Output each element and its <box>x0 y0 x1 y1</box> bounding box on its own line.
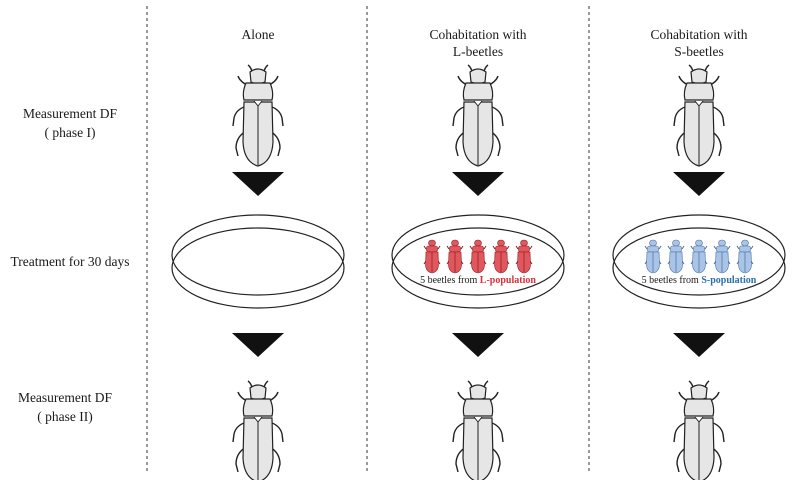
petri-dish-icon <box>172 215 344 308</box>
row-label-phase1-line1: Measurement DF <box>0 104 140 123</box>
column-alone <box>172 65 344 480</box>
column-title-l-beetles: Cohabitation with L-beetles <box>388 26 568 60</box>
beetle-icon <box>233 65 283 166</box>
column-s-beetles <box>613 65 785 480</box>
row-label-phase1: Measurement DF ( phase I) <box>0 104 140 142</box>
column-title-s-beetles: Cohabitation with S-beetles <box>609 26 789 60</box>
column-title-line2: S-beetles <box>609 43 789 60</box>
row-label-phase2-line1: Measurement DF <box>0 388 130 407</box>
s-population-label: S-population <box>701 275 756 286</box>
dish-caption-prefix: 5 beetles from <box>420 275 480 286</box>
column-title-line2: L-beetles <box>388 43 568 60</box>
arrow-down-icon <box>452 333 504 357</box>
row-label-phase2: Measurement DF ( phase II) <box>0 388 130 426</box>
column-title-alone: Alone <box>168 26 348 43</box>
column-title-line1: Alone <box>168 26 348 43</box>
l-population-label: L-population <box>480 275 536 286</box>
beetle-icon <box>674 65 724 166</box>
column-title-line1: Cohabitation with <box>388 26 568 43</box>
arrow-down-icon <box>673 333 725 357</box>
dish-caption-s: 5 beetles from S-population <box>599 275 794 286</box>
beetle-icon <box>453 381 503 480</box>
row-label-phase1-line2: ( phase I) <box>0 123 140 142</box>
beetle-icon <box>233 381 283 480</box>
arrow-down-icon <box>232 333 284 357</box>
arrow-down-icon <box>232 172 284 196</box>
dish-caption-prefix: 5 beetles from <box>642 275 702 286</box>
row-label-treatment: Treatment for 30 days <box>0 252 140 271</box>
beetle-icon <box>453 65 503 166</box>
arrow-down-icon <box>673 172 725 196</box>
dish-caption-l: 5 beetles from L-population <box>378 275 578 286</box>
row-label-phase2-line2: ( phase II) <box>0 407 130 426</box>
arrow-down-icon <box>452 172 504 196</box>
column-l-beetles <box>392 65 564 480</box>
column-title-line1: Cohabitation with <box>609 26 789 43</box>
beetle-icon <box>674 381 724 480</box>
